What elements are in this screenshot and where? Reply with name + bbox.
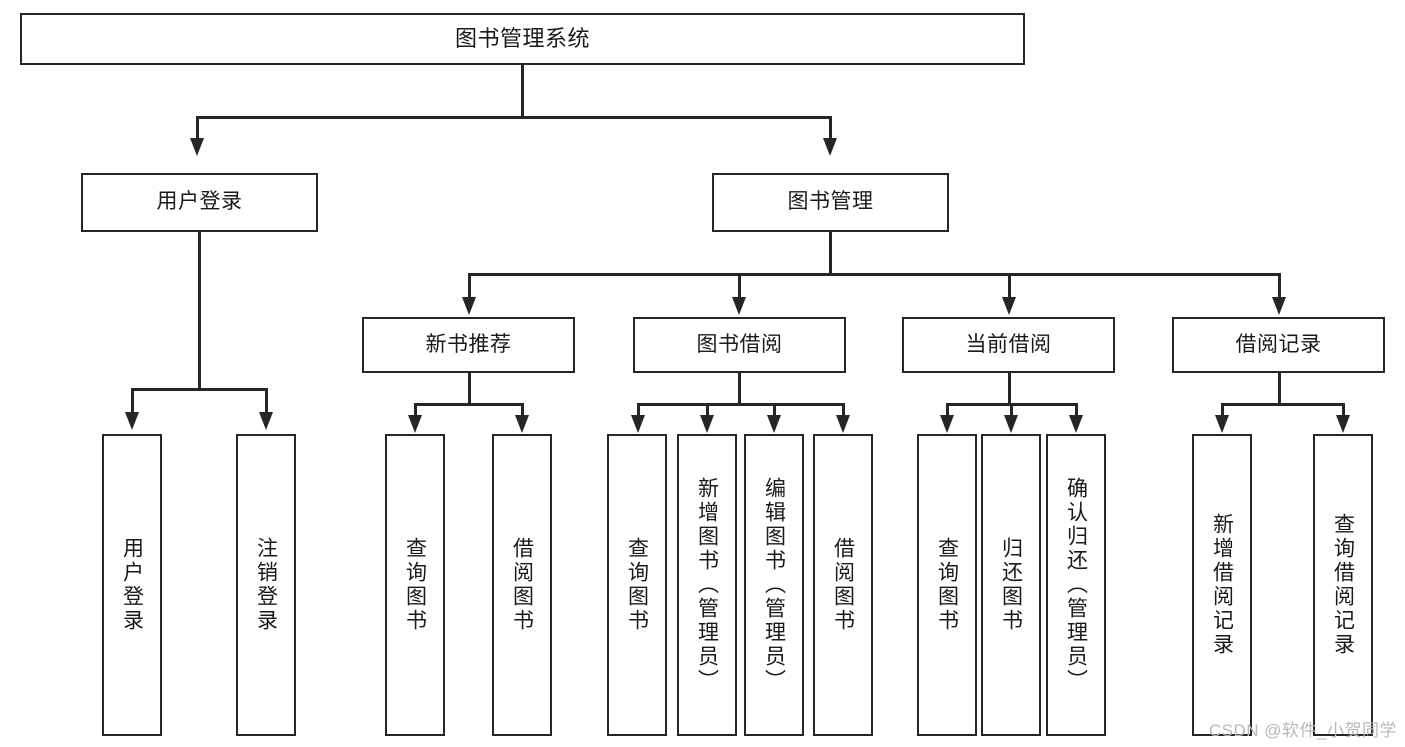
leaf-record-query-record: 查询借阅记录	[1313, 434, 1373, 736]
connector-borrow-record-bus	[1221, 403, 1345, 406]
arrow-user-login-l2	[259, 412, 273, 430]
node-borrow-record: 借阅记录	[1172, 317, 1385, 373]
connector-new-book-stem	[468, 373, 471, 406]
connector-new-book-l1	[414, 403, 417, 417]
connector-user-login-l1	[131, 388, 134, 414]
arrow-current-borrow-l3	[1069, 415, 1083, 433]
leaf-borrow-borrow-book: 借阅图书	[813, 434, 873, 736]
node-label: 查询借阅记录	[1331, 513, 1355, 657]
node-user-login: 用户登录	[81, 173, 318, 232]
connector-new-book-bus	[414, 403, 524, 406]
node-root-system: 图书管理系统	[20, 13, 1025, 65]
leaf-record-add-record: 新增借阅记录	[1192, 434, 1252, 736]
connector-borrow-record-l1	[1221, 403, 1224, 417]
leaf-recommend-query-book: 查询图书	[385, 434, 445, 736]
node-label: 确认归还（管理员）	[1064, 477, 1088, 693]
node-label: 归还图书	[999, 537, 1023, 633]
node-label: 用户登录	[120, 537, 144, 633]
leaf-user-login: 用户登录	[102, 434, 162, 736]
connector-borrow-record-l2	[1342, 403, 1345, 417]
arrow-book-borrow-l1	[631, 415, 645, 433]
leaf-borrow-add-book-admin: 新增图书（管理员）	[677, 434, 737, 736]
node-label: 图书管理系统	[454, 25, 590, 51]
node-book-borrow: 图书借阅	[633, 317, 846, 373]
node-label: 借阅图书	[831, 537, 855, 633]
node-label: 查询图书	[935, 537, 959, 633]
arrow-book-mgmt-c1	[462, 297, 476, 315]
connector-current-borrow-l3	[1075, 403, 1078, 417]
arrow-book-mgmt-c3	[1002, 297, 1016, 315]
node-current-borrow: 当前借阅	[902, 317, 1115, 373]
arrow-user-login-l1	[125, 412, 139, 430]
arrow-new-book-l2	[515, 415, 529, 433]
connector-current-borrow-l2	[1010, 403, 1013, 417]
arrow-root-to-book-mgmt	[823, 138, 837, 156]
leaf-borrow-edit-book-admin: 编辑图书（管理员）	[744, 434, 804, 736]
connector-book-mgmt-c2	[738, 273, 741, 299]
connector-root-to-user-login	[196, 116, 199, 140]
node-label: 编辑图书（管理员）	[762, 477, 786, 693]
connector-root-bus	[196, 116, 832, 119]
connector-book-mgmt-c1	[468, 273, 471, 299]
leaf-current-confirm-return-admin: 确认归还（管理员）	[1046, 434, 1106, 736]
node-label: 新增图书（管理员）	[695, 477, 719, 693]
connector-root-stem	[521, 65, 524, 118]
arrow-borrow-record-l2	[1336, 415, 1350, 433]
leaf-current-return-book: 归还图书	[981, 434, 1041, 736]
node-label: 借阅图书	[510, 537, 534, 633]
connector-borrow-record-stem	[1278, 373, 1281, 406]
arrow-new-book-l1	[408, 415, 422, 433]
connector-current-borrow-stem	[1008, 373, 1011, 406]
arrow-borrow-record-l1	[1215, 415, 1229, 433]
connector-book-mgmt-c4	[1278, 273, 1281, 299]
connector-user-login-stem	[198, 232, 201, 391]
connector-book-borrow-stem	[738, 373, 741, 406]
leaf-borrow-query-book: 查询图书	[607, 434, 667, 736]
connector-book-borrow-bus	[637, 403, 845, 406]
arrow-book-mgmt-c2	[732, 297, 746, 315]
connector-book-mgmt-bus	[468, 273, 1278, 276]
connector-new-book-l2	[521, 403, 524, 417]
leaf-recommend-borrow-book: 借阅图书	[492, 434, 552, 736]
arrow-book-borrow-l2	[700, 415, 714, 433]
connector-book-mgmt-stem	[829, 232, 832, 276]
connector-user-login-bus	[131, 388, 268, 391]
arrow-book-borrow-l4	[836, 415, 850, 433]
node-label: 当前借阅	[965, 332, 1052, 356]
node-label: 新书推荐	[425, 332, 512, 356]
watermark: CSDN @软件_小贺同学	[1208, 721, 1397, 740]
node-label: 查询图书	[403, 537, 427, 633]
connector-root-to-book-mgmt	[829, 116, 832, 140]
connector-book-borrow-l4	[842, 403, 845, 417]
arrow-book-mgmt-c4	[1272, 297, 1286, 315]
connector-book-borrow-l2	[706, 403, 709, 417]
node-label: 用户登录	[156, 190, 243, 214]
arrow-root-to-user-login	[190, 138, 204, 156]
connector-book-borrow-l1	[637, 403, 640, 417]
node-label: 注销登录	[254, 537, 278, 633]
leaf-current-query-book: 查询图书	[917, 434, 977, 736]
node-label: 新增借阅记录	[1210, 513, 1234, 657]
connector-book-borrow-l3	[773, 403, 776, 417]
node-label: 图书管理	[787, 190, 874, 214]
node-label: 图书借阅	[696, 332, 783, 356]
node-label: 查询图书	[625, 537, 649, 633]
arrow-current-borrow-l1	[940, 415, 954, 433]
node-new-book-recommend: 新书推荐	[362, 317, 575, 373]
node-book-management: 图书管理	[712, 173, 949, 232]
connector-book-mgmt-c3	[1008, 273, 1011, 299]
arrow-book-borrow-l3	[767, 415, 781, 433]
leaf-logout: 注销登录	[236, 434, 296, 736]
node-label: 借阅记录	[1235, 332, 1322, 356]
arrow-current-borrow-l2	[1004, 415, 1018, 433]
connector-user-login-l2	[265, 388, 268, 414]
connector-current-borrow-l1	[946, 403, 949, 417]
